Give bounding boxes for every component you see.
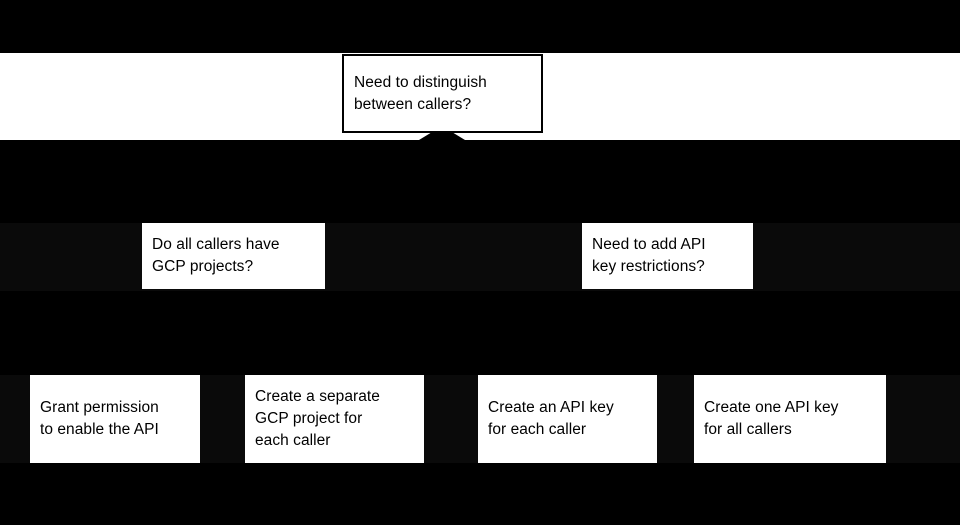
node-label: Need to add API key restrictions?: [592, 236, 706, 275]
node-create-one-api-key-for-all-callers[interactable]: Create one API key for all callers: [694, 375, 886, 463]
node-label: Do all callers have GCP projects?: [152, 236, 280, 275]
node-label: Create one API key for all callers: [704, 399, 839, 438]
node-create-an-api-key-for-each-caller[interactable]: Create an API key for each caller: [478, 375, 657, 463]
node-need-to-distinguish-callers[interactable]: Need to distinguish between callers?: [342, 54, 543, 133]
node-create-a-separate-gcp-project-for-each-caller[interactable]: Create a separate GCP project for each c…: [245, 375, 424, 463]
node-grant-permission-to-enable-the-api[interactable]: Grant permission to enable the API: [30, 375, 200, 463]
node-need-to-add-api-key-restrictions[interactable]: Need to add API key restrictions?: [582, 223, 753, 289]
node-label: Need to distinguish between callers?: [354, 73, 487, 113]
node-label: Create a separate GCP project for each c…: [255, 388, 380, 449]
node-label: Create an API key for each caller: [488, 399, 614, 438]
node-do-all-callers-have-gcp-projects[interactable]: Do all callers have GCP projects?: [142, 223, 325, 289]
node-label: Grant permission to enable the API: [40, 399, 159, 438]
